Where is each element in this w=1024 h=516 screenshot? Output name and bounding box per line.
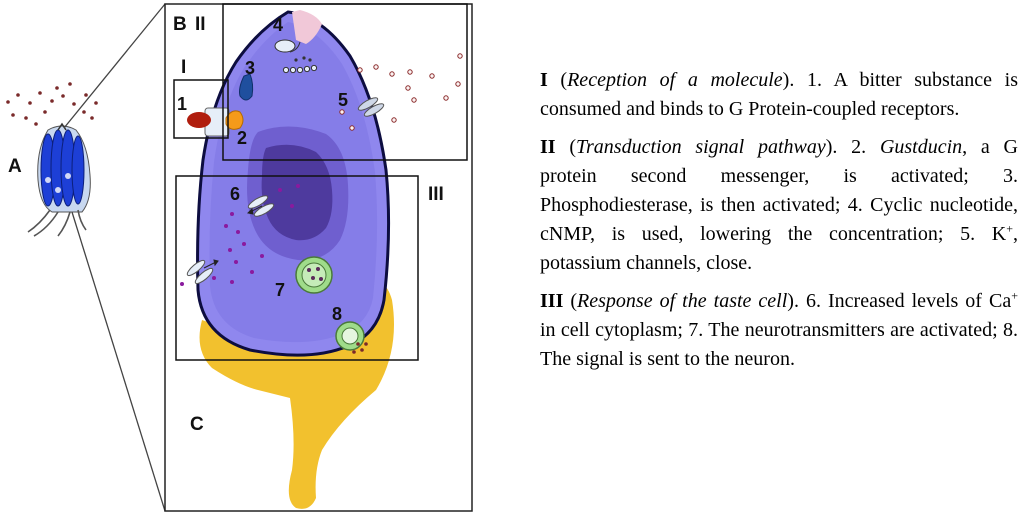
neurotransmitter-dots bbox=[307, 267, 323, 281]
region-box-iii bbox=[175, 175, 419, 361]
label-region-i: I bbox=[181, 57, 186, 78]
tastant-dots-outside bbox=[6, 82, 98, 126]
caption-open-i: ( bbox=[547, 69, 568, 91]
caption-open-ii: ( bbox=[555, 136, 576, 158]
calcium-ions bbox=[180, 184, 300, 286]
zoom-line-bottom bbox=[71, 211, 166, 512]
caption-sup-ii: + bbox=[1006, 221, 1013, 236]
caption-tail-ii: , potassium channels, close. bbox=[540, 223, 1018, 274]
nucleus-inner bbox=[261, 144, 333, 241]
caption-num-ii: II bbox=[540, 136, 556, 158]
caption-num-iii: III bbox=[540, 290, 564, 312]
calcium-arrows bbox=[203, 205, 263, 269]
caption-body-iii: ). 6. Increased levels of Ca bbox=[787, 290, 1012, 312]
taste-cell-diagram: A bbox=[6, 3, 473, 512]
cnmp-channel bbox=[292, 10, 322, 44]
caption-open-iii: ( bbox=[563, 290, 578, 312]
caption-body-i: ). 1. A bitter substance is consumed and… bbox=[540, 69, 1018, 120]
label-a: A bbox=[8, 156, 22, 177]
region-box-ii bbox=[222, 3, 468, 161]
label-step-4: 4 bbox=[273, 15, 283, 35]
k-ions bbox=[339, 53, 463, 131]
taste-bud-cells bbox=[40, 129, 85, 207]
potassium-channel bbox=[357, 97, 385, 117]
caption-title-i: Reception of a molecule bbox=[567, 69, 783, 91]
calcium-channel-lower bbox=[186, 259, 214, 285]
gustducin bbox=[225, 110, 244, 130]
caption-title-ii: Transduction signal pathway bbox=[576, 136, 826, 158]
figure-caption: I (Reception of a molecule). 1. A bitter… bbox=[540, 66, 1018, 383]
caption-mid-ii: ). 2. bbox=[825, 136, 880, 158]
label-step-1: 1 bbox=[177, 94, 187, 114]
cnmp-enzyme bbox=[274, 39, 296, 53]
caption-title-iii: Response of the taste cell bbox=[577, 290, 788, 312]
caption-body-ii: , a G protein second messenger, is activ… bbox=[540, 136, 1018, 245]
calcium-channel-upper bbox=[247, 195, 275, 217]
label-step-2: 2 bbox=[237, 128, 247, 148]
nerve-fibers bbox=[27, 209, 87, 237]
label-step-8: 8 bbox=[332, 304, 342, 324]
caption-tail-iii: in cell cytoplasm; 7. The neurotransmitt… bbox=[540, 319, 1018, 370]
cnmp-link-dots bbox=[294, 56, 312, 62]
zoom-line-top bbox=[63, 3, 166, 129]
label-b: B bbox=[173, 14, 187, 35]
caption-transduction: II (Transduction signal pathway). 2. Gus… bbox=[540, 133, 1018, 278]
label-region-iii: III bbox=[428, 184, 444, 205]
label-step-3: 3 bbox=[245, 58, 255, 78]
caption-num-i: I bbox=[540, 69, 548, 91]
caption-gustducin: Gustducin bbox=[879, 136, 963, 158]
label-step-5: 5 bbox=[338, 90, 348, 110]
caption-sup-iii: + bbox=[1011, 288, 1018, 303]
label-c: C bbox=[190, 414, 204, 435]
caption-reception: I (Reception of a molecule). 1. A bitter… bbox=[540, 66, 1018, 124]
bitter-molecule bbox=[187, 112, 211, 128]
label-step-6: 6 bbox=[230, 184, 240, 204]
region-box-i bbox=[173, 79, 229, 139]
phosphodiesterase bbox=[239, 73, 254, 101]
caption-response: III (Response of the taste cell). 6. Inc… bbox=[540, 287, 1018, 374]
label-region-ii: II bbox=[195, 14, 206, 35]
released-transmitter bbox=[352, 342, 368, 354]
cnmp-molecules bbox=[282, 64, 318, 74]
label-step-7: 7 bbox=[275, 280, 285, 300]
taste-bud-panel-a: A bbox=[6, 82, 98, 237]
